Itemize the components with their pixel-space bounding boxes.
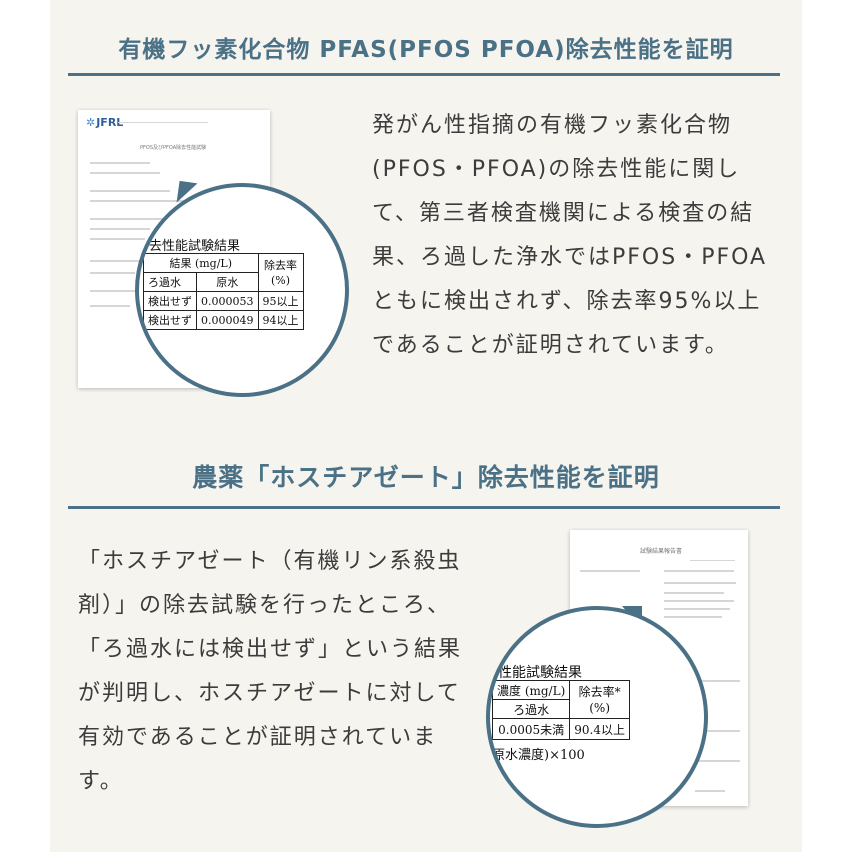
section2-divider [68, 506, 780, 509]
doc1-title: PFOS及びPFOA除去性能試験 [140, 145, 207, 151]
section1-divider [68, 73, 780, 76]
doc1-line [90, 162, 150, 164]
mag2-header-rate-label: 除去率* [578, 684, 621, 699]
doc1-line [90, 238, 145, 240]
doc2-line [664, 608, 730, 610]
doc1-line [90, 190, 170, 192]
mag1-header-rate-unit: (%) [270, 273, 291, 287]
doc2-line [664, 616, 722, 618]
doc1-line [90, 228, 150, 230]
section2-heading: 農薬「ホスチアゼート」除去性能を証明 [192, 463, 660, 492]
section2-body: 「ホスチアゼート（有機リン系殺虫剤）」の除去試験を行ったところ、「ろ過水には検出… [78, 549, 463, 794]
table-row: 0.0005未満 90.4以上 [491, 718, 630, 740]
section1-body: 発がん性指摘の有機フッ素化合物(PFOS・PFOA)の除去性能に関して、第三者検… [372, 113, 768, 358]
doc1-line [90, 172, 160, 174]
doc1-line [90, 200, 190, 202]
mag1-header-rate: 除去率(%) [257, 253, 304, 292]
mag1-header-result: 結果 (mg/L) [143, 253, 259, 273]
mag1-col-raw: 原水 [196, 272, 259, 292]
table-row: 検出せず 0.000053 95以上 [143, 291, 304, 311]
doc1-line [90, 272, 135, 274]
mag2-header-rate: 除去率*(%) [569, 680, 630, 719]
doc2-title: 試験結果報告書 [640, 548, 683, 555]
jfrl-logo: ✲JFRL [86, 116, 123, 129]
mag2-footnote: 原水濃度)×100 [492, 748, 585, 763]
doc2-line [664, 600, 734, 602]
mag1-row1-rate: 95以上 [257, 291, 304, 311]
section1-heading: 有機フッ素化合物 PFAS(PFOS PFOA)除去性能を証明 [118, 37, 734, 63]
doc1-line [90, 290, 138, 292]
doc2-line [695, 730, 740, 732]
doc1-line [118, 122, 208, 123]
mag1-row2-filtered: 検出せず [143, 310, 197, 330]
doc2-line [690, 560, 735, 561]
mag1-header-rate-label: 除去率 [264, 258, 297, 272]
table-row: 検出せず 0.000049 94以上 [143, 310, 304, 330]
mag1-title: 去性能試験結果 [149, 239, 241, 254]
mag2-col-filtered: ろ過水 [491, 699, 571, 719]
mag1-row1-raw: 0.000053 [196, 291, 259, 311]
mag2-title: 性能試験結果 [498, 665, 582, 681]
mag1-row2-raw: 0.000049 [196, 310, 259, 330]
section2-magnifier: 性能試験結果 濃度 (mg/L) 除去率*(%) ろ過水 0.0005未満 90… [486, 606, 708, 828]
mag2-header-rate-unit: (%) [589, 700, 611, 715]
doc1-line [90, 260, 140, 262]
mag2-row-value: 0.0005未満 [491, 718, 571, 740]
doc2-line [695, 790, 725, 792]
doc2-line [690, 680, 740, 682]
doc1-line [90, 305, 130, 307]
doc2-line [664, 592, 724, 594]
jfrl-mark-icon: ✲ [86, 116, 96, 129]
doc2-line [664, 582, 736, 584]
mag1-row1-filtered: 検出せず [143, 291, 197, 311]
mag1-col-filtered: ろ過水 [143, 272, 197, 292]
mag2-results-table: 濃度 (mg/L) 除去率*(%) ろ過水 0.0005未満 90.4以上 [491, 680, 630, 740]
doc2-line [664, 570, 734, 572]
mag1-row2-rate: 94以上 [257, 310, 304, 330]
doc2-line [580, 570, 640, 572]
section1-magnifier: 去性能試験結果 結果 (mg/L) 除去率(%) ろ過水 原水 検出せず 0.0… [135, 183, 349, 397]
mag2-header-conc: 濃度 (mg/L) [491, 680, 571, 700]
doc1-line [90, 218, 180, 220]
doc2-line [695, 760, 740, 762]
jfrl-logo-text: JFRL [96, 116, 124, 129]
mag2-row-rate: 90.4以上 [569, 718, 630, 740]
mag1-results-table: 結果 (mg/L) 除去率(%) ろ過水 原水 検出せず 0.000053 95… [143, 253, 304, 330]
